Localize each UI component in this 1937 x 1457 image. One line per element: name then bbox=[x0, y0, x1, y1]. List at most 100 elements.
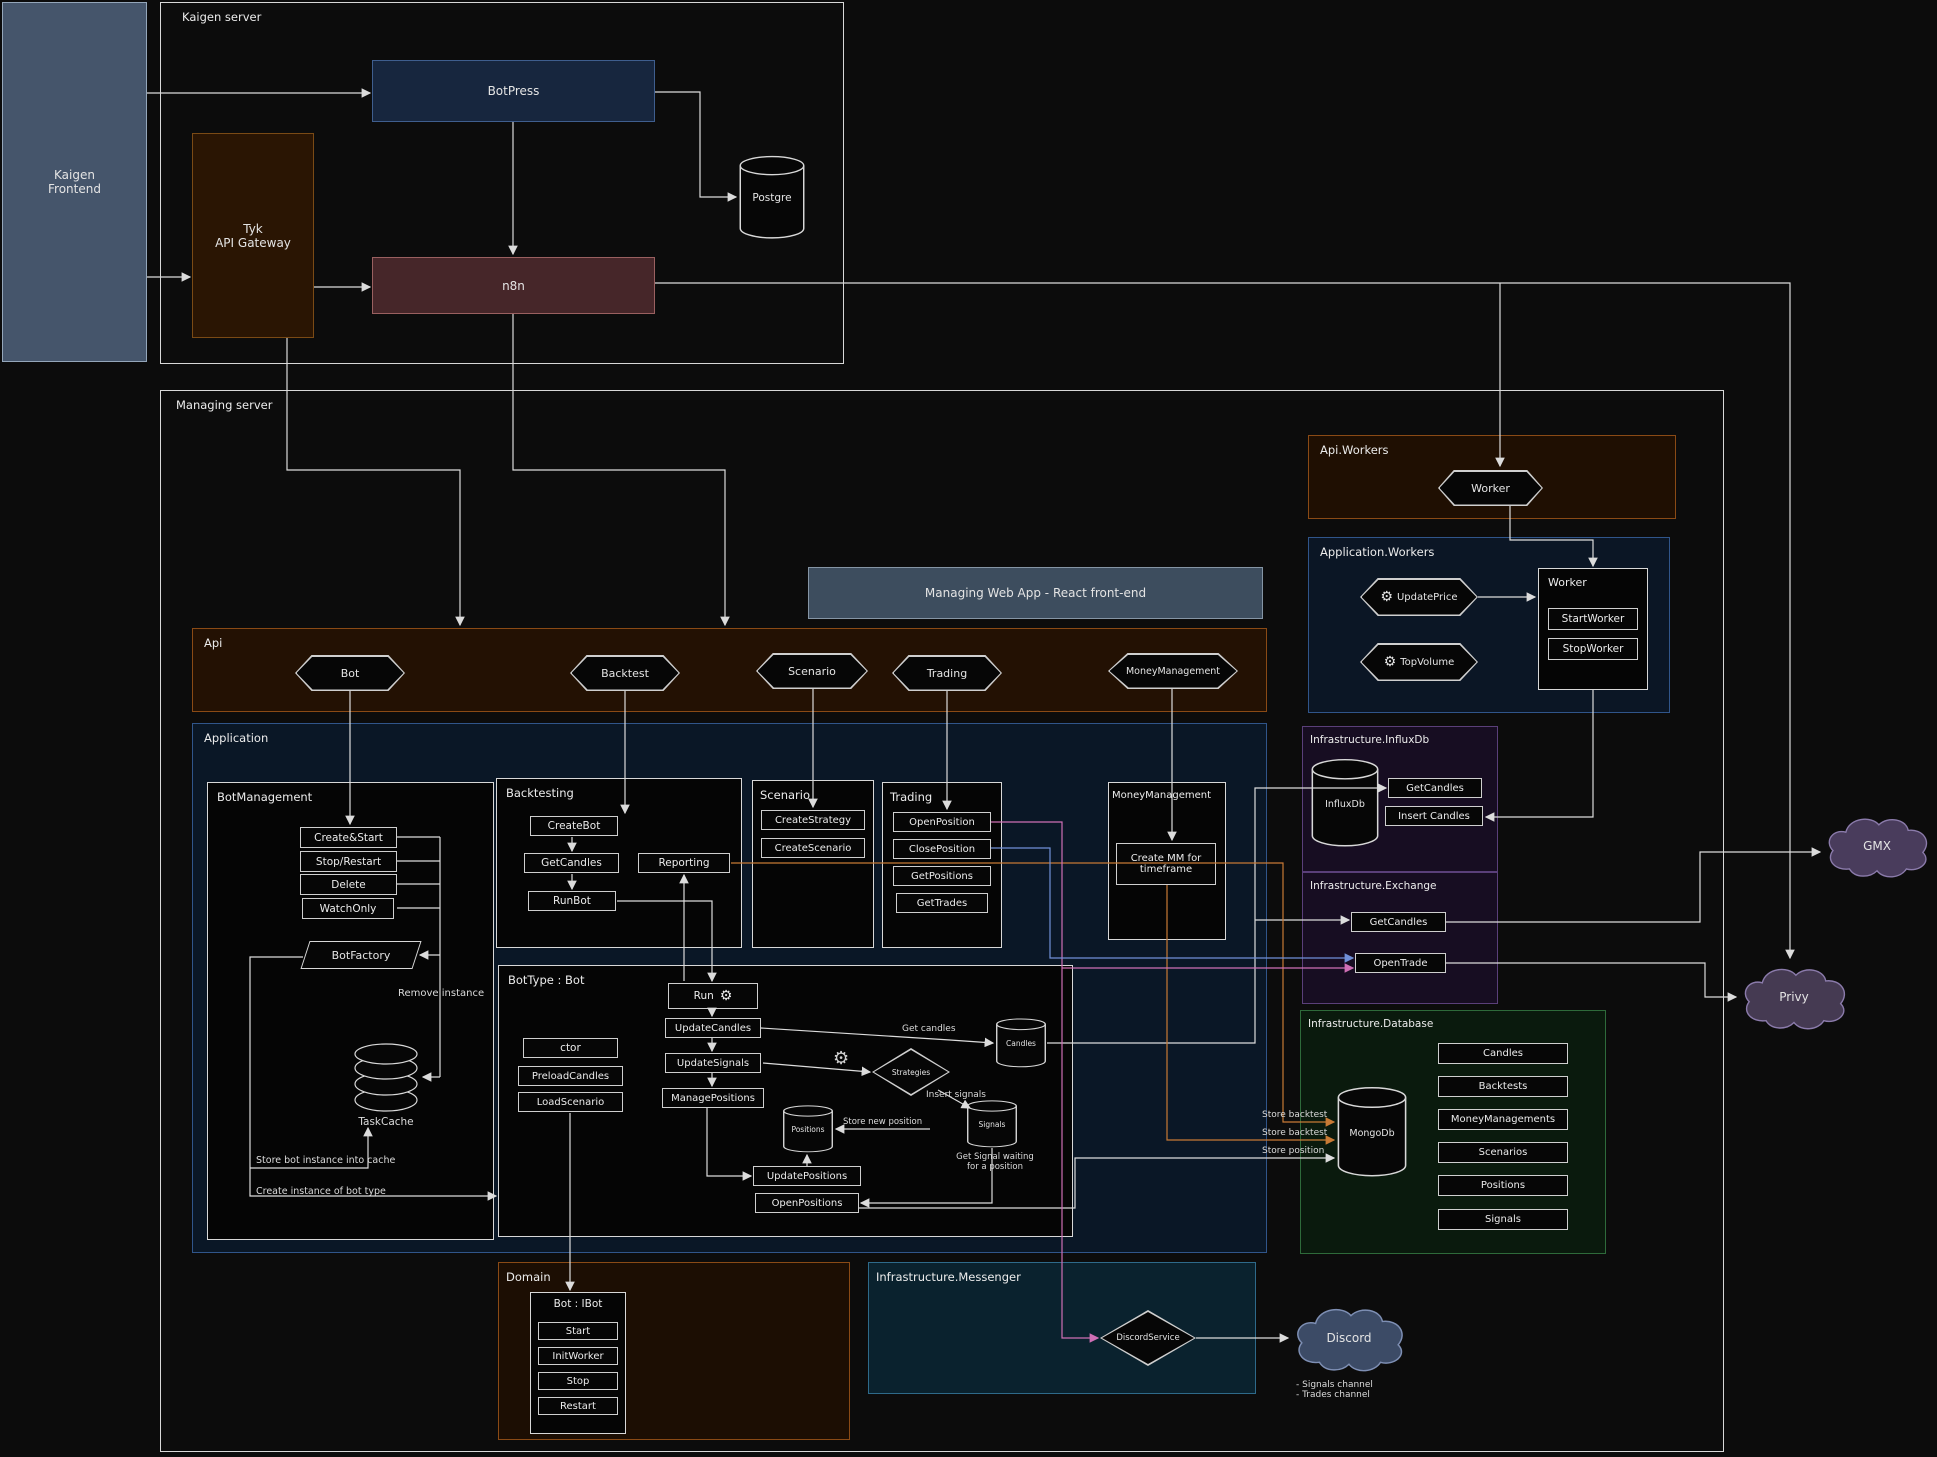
kaigen-server-group bbox=[160, 2, 844, 364]
privy-label: Privy bbox=[1779, 990, 1809, 1004]
api-title: Api bbox=[204, 636, 223, 650]
web-app-node: Managing Web App - React front-end bbox=[808, 567, 1263, 619]
backtesting-title: Backtesting bbox=[506, 786, 574, 800]
start-method-node: Start bbox=[538, 1322, 618, 1340]
api-endpoint-backtest: Backtest bbox=[570, 655, 680, 691]
discord-cloud: Discord bbox=[1290, 1302, 1408, 1374]
exchange-get-candles-node: GetCandles bbox=[1351, 912, 1446, 932]
update-price-label: UpdatePrice bbox=[1396, 591, 1458, 603]
open-positions-node: OpenPositions bbox=[755, 1193, 859, 1213]
store-new-position-note: Store new position bbox=[843, 1117, 923, 1127]
gmx-cloud: GMX bbox=[1822, 812, 1932, 880]
database-title: Infrastructure.Database bbox=[1308, 1018, 1434, 1030]
restart-method-node: Restart bbox=[538, 1397, 618, 1415]
load-scenario-node: LoadScenario bbox=[518, 1092, 623, 1112]
gear-icon: ⚙ bbox=[833, 1048, 850, 1069]
influx-get-candles-node: GetCandles bbox=[1388, 778, 1482, 798]
update-positions-node: UpdatePositions bbox=[753, 1166, 861, 1186]
influxdb-db: InfluxDb bbox=[1310, 758, 1380, 848]
bot-factory-node: BotFactory bbox=[300, 941, 422, 969]
delete-node: Delete bbox=[300, 874, 397, 895]
stop-worker-node: StopWorker bbox=[1548, 638, 1638, 660]
collection-backtests-node: Backtests bbox=[1438, 1076, 1568, 1097]
strategies-diamond: Strategies bbox=[872, 1048, 950, 1096]
watchonly-node: WatchOnly bbox=[302, 898, 394, 919]
domain-title: Domain bbox=[506, 1270, 551, 1284]
update-candles-node: UpdateCandles bbox=[665, 1018, 761, 1038]
run-label: Run bbox=[693, 990, 714, 1002]
worker-box-title: Worker bbox=[1548, 576, 1587, 589]
top-volume-hexagon: ⚙ TopVolume bbox=[1360, 643, 1478, 681]
postgre-label: Postgre bbox=[752, 192, 792, 205]
mongodb-db: MongoDb bbox=[1336, 1086, 1408, 1178]
gear-icon: ⚙ bbox=[1380, 589, 1393, 605]
money-management-title: MoneyManagement bbox=[1112, 790, 1212, 801]
manage-positions-node: ManagePositions bbox=[662, 1088, 764, 1108]
api-endpoint-bot: Bot bbox=[295, 655, 405, 691]
n8n-node: n8n bbox=[372, 257, 655, 314]
api-workers-title: Api.Workers bbox=[1320, 443, 1389, 457]
run-bot-node: RunBot bbox=[528, 891, 616, 911]
kaigen-frontend-node: Kaigen Frontend bbox=[2, 2, 147, 362]
bot-type-title: BotType : Bot bbox=[508, 973, 585, 987]
postgre-db: Postgre bbox=[738, 155, 806, 240]
managing-server-title: Managing server bbox=[176, 398, 273, 412]
trading-box bbox=[882, 782, 1002, 948]
remove-instance-note: Remove instance bbox=[398, 988, 485, 999]
reporting-node: Reporting bbox=[638, 853, 730, 873]
gmx-label: GMX bbox=[1863, 839, 1891, 853]
initworker-method-node: InitWorker bbox=[538, 1347, 618, 1365]
privy-cloud: Privy bbox=[1738, 962, 1850, 1032]
create-strategy-node: CreateStrategy bbox=[761, 810, 865, 830]
influxdb-title: Infrastructure.InfluxDb bbox=[1310, 734, 1430, 746]
create-mm-node: Create MM for timeframe bbox=[1116, 843, 1216, 885]
trading-title: Trading bbox=[890, 790, 933, 804]
exchange-title: Infrastructure.Exchange bbox=[1310, 880, 1437, 892]
stop-method-node: Stop bbox=[538, 1372, 618, 1390]
create-bot-node: CreateBot bbox=[530, 816, 618, 836]
worker-hexagon: Worker bbox=[1438, 470, 1543, 506]
run-node: Run ⚙ bbox=[668, 983, 758, 1009]
api-endpoint-scenario: Scenario bbox=[756, 653, 868, 689]
collection-positions-node: Positions bbox=[1438, 1175, 1568, 1196]
close-position-node: ClosePosition bbox=[893, 839, 991, 859]
store-instance-note: Store bot instance into cache bbox=[256, 1155, 396, 1166]
store-backtest-note-1: Store backtest bbox=[1262, 1110, 1328, 1120]
collection-signals-node: Signals bbox=[1438, 1209, 1568, 1230]
scenario-title: Scenario bbox=[760, 788, 810, 802]
worker-hexagon-label: Worker bbox=[1439, 471, 1542, 505]
discord-label: Discord bbox=[1326, 1331, 1372, 1345]
discord-channels-note: - Signals channel - Trades channel bbox=[1296, 1380, 1373, 1400]
gear-icon: ⚙ bbox=[1383, 654, 1397, 670]
ctor-node: ctor bbox=[523, 1038, 618, 1058]
influx-insert-candles-node: Insert Candles bbox=[1385, 806, 1483, 826]
start-worker-node: StartWorker bbox=[1548, 608, 1638, 630]
collection-scenarios-node: Scenarios bbox=[1438, 1142, 1568, 1163]
bot-management-title: BotManagement bbox=[217, 790, 313, 804]
botpress-node: BotPress bbox=[372, 60, 655, 122]
api-endpoint-moneymanagement: MoneyManagement bbox=[1108, 653, 1238, 689]
insert-signals-note: Insert signals bbox=[926, 1090, 986, 1100]
scenario-box bbox=[752, 780, 874, 948]
collection-moneymanagements-node: MoneyManagements bbox=[1438, 1109, 1568, 1130]
application-workers-title: Application.Workers bbox=[1320, 545, 1435, 559]
store-position-note: Store position bbox=[1262, 1146, 1325, 1156]
tyk-api-gateway-node: Tyk API Gateway bbox=[192, 133, 314, 338]
candles-db: Candles bbox=[995, 1018, 1047, 1068]
get-candles-node: GetCandles bbox=[524, 853, 619, 873]
task-cache-label: TaskCache bbox=[358, 1116, 414, 1128]
exchange-open-trade-node: OpenTrade bbox=[1355, 953, 1446, 973]
positions-db: Positions bbox=[782, 1105, 834, 1153]
preload-candles-node: PreloadCandles bbox=[518, 1066, 623, 1086]
get-candles-note: Get candles bbox=[902, 1024, 956, 1034]
signals-db: Signals bbox=[966, 1100, 1018, 1148]
create-scenario-node: CreateScenario bbox=[761, 838, 865, 858]
store-backtest-note-2: Store backtest bbox=[1262, 1128, 1328, 1138]
update-price-hexagon: ⚙ UpdatePrice bbox=[1360, 578, 1478, 616]
top-volume-label: TopVolume bbox=[1400, 656, 1455, 668]
update-signals-node: UpdateSignals bbox=[665, 1053, 761, 1073]
messenger-title: Infrastructure.Messenger bbox=[876, 1270, 1021, 1284]
stop-restart-node: Stop/Restart bbox=[300, 851, 397, 872]
application-title: Application bbox=[204, 731, 269, 745]
create-instance-note: Create instance of bot type bbox=[256, 1186, 386, 1197]
